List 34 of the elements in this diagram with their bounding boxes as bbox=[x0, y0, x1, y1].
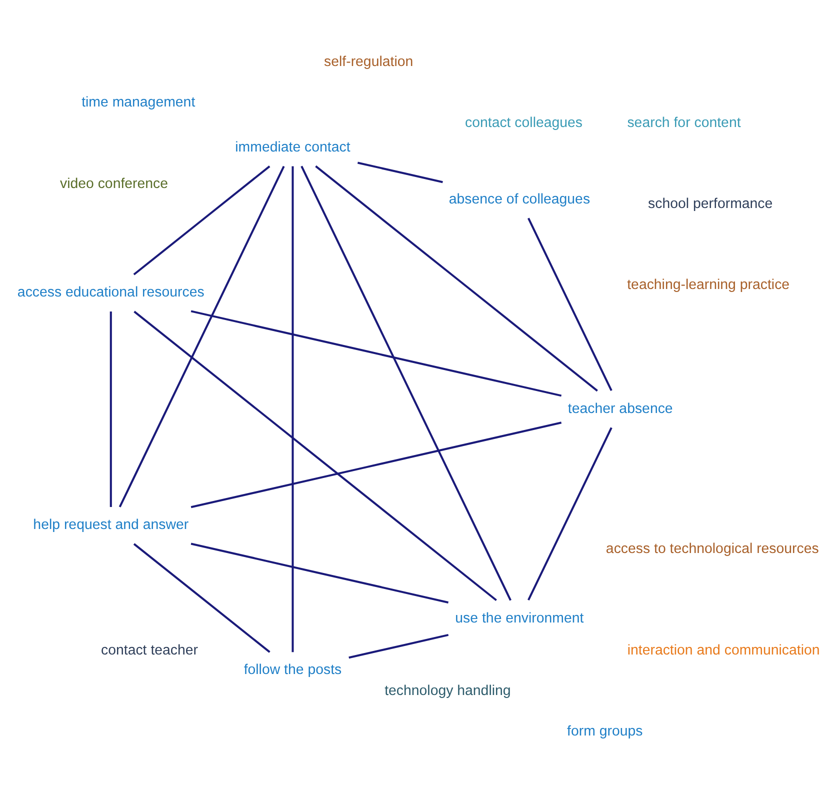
node-text: absence of colleagues bbox=[448, 190, 590, 207]
connector bbox=[190, 421, 562, 508]
connector bbox=[528, 217, 612, 391]
node-text: use the environment bbox=[455, 610, 584, 626]
connector bbox=[190, 542, 449, 603]
node-text: self-regulation bbox=[324, 54, 414, 70]
node-text: form groups bbox=[567, 722, 643, 739]
connector bbox=[190, 310, 562, 396]
connector bbox=[348, 633, 449, 658]
connector bbox=[357, 161, 443, 183]
connector bbox=[133, 542, 270, 652]
connector bbox=[134, 310, 497, 601]
node-text: help request and answer bbox=[33, 516, 189, 533]
node-text: access educational resources bbox=[17, 284, 204, 300]
node-text: access to technological resources bbox=[606, 540, 819, 556]
node-text: contact teacher bbox=[101, 642, 198, 658]
connector bbox=[315, 164, 598, 392]
node-text: contact colleagues bbox=[464, 114, 583, 130]
node-text: technology handling bbox=[384, 682, 511, 698]
connector bbox=[118, 165, 285, 507]
node-text: school performance bbox=[648, 196, 773, 212]
connector bbox=[300, 165, 512, 600]
connector bbox=[110, 311, 112, 507]
node-text: time management bbox=[82, 94, 196, 110]
node-text: interaction and communication bbox=[627, 642, 820, 658]
node-text: teaching-learning practice bbox=[627, 276, 790, 293]
node-text: video conference bbox=[60, 175, 168, 192]
connector bbox=[133, 165, 270, 275]
node-text: teacher absence bbox=[568, 400, 673, 416]
connector bbox=[528, 426, 612, 600]
node-text: immediate contact bbox=[235, 139, 350, 156]
connector bbox=[292, 166, 294, 652]
node-text: follow the posts bbox=[244, 662, 342, 678]
node-text: search for content bbox=[627, 114, 741, 130]
